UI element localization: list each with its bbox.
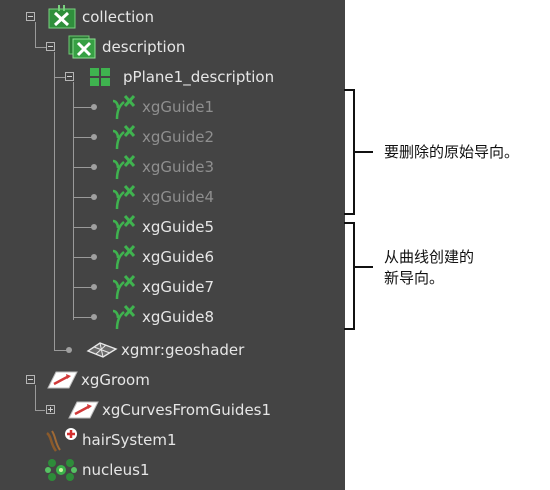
- tree-item-hairsystem1[interactable]: hairSystem1: [44, 427, 177, 453]
- bracket-tick: [353, 151, 373, 153]
- tree-item-label: xgGuide6: [142, 247, 214, 266]
- leaf-dot: [91, 134, 97, 140]
- nucleus-icon: [44, 458, 78, 482]
- tree-item-xgguide6[interactable]: xgGuide6: [112, 244, 214, 270]
- tree-line: [73, 167, 93, 168]
- tree-line: [35, 410, 45, 411]
- hair-system-icon: [44, 427, 80, 453]
- tree-item-nucleus1[interactable]: nucleus1: [44, 457, 150, 483]
- xgen-guide-icon: [112, 304, 138, 330]
- tree-line: [35, 47, 49, 48]
- annotation-new-guides-line1: 从曲线创建的: [384, 248, 475, 266]
- leaf-dot: [91, 104, 97, 110]
- tree-line: [73, 227, 93, 228]
- tree-item-label: hairSystem1: [82, 430, 177, 449]
- leaf-dot: [91, 254, 97, 260]
- xgen-guide-icon: [112, 244, 138, 270]
- leaf-dot: [91, 224, 97, 230]
- tree-line: [35, 385, 36, 411]
- xgen-guide-icon: [112, 214, 138, 240]
- annotation-new-guides-line2: 新导向。: [384, 269, 445, 287]
- tree-item-collection[interactable]: collection: [48, 4, 154, 30]
- tree-line: [54, 52, 55, 350]
- xgen-guide-icon: [112, 124, 138, 150]
- xgen-description-icon: [68, 35, 98, 59]
- tree-item-xggroom[interactable]: xgGroom: [47, 367, 150, 393]
- tree-line: [73, 287, 93, 288]
- tree-item-label: xgCurvesFromGuides1: [102, 400, 272, 419]
- collapse-toggle[interactable]: [46, 42, 55, 51]
- xgen-guide-icon: [112, 274, 138, 300]
- tree-line: [73, 137, 93, 138]
- tree-item-label: collection: [82, 7, 154, 26]
- tree-item-label: xgGuide2: [142, 127, 214, 146]
- leaf-dot: [66, 347, 72, 353]
- xgen-guide-icon: [112, 94, 138, 120]
- groom-icon: [68, 401, 100, 419]
- tree-line: [73, 317, 93, 318]
- tree-line: [54, 77, 68, 78]
- tree-item-xgguide7[interactable]: xgGuide7: [112, 274, 214, 300]
- tree-item-xgguide3[interactable]: xgGuide3: [112, 154, 214, 180]
- tree-item-label: xgGroom: [81, 370, 150, 389]
- poly-plane-icon: [89, 67, 111, 87]
- tree-item-label: nucleus1: [82, 460, 150, 479]
- collapse-toggle[interactable]: [26, 375, 35, 384]
- leaf-dot: [91, 164, 97, 170]
- tree-line: [35, 22, 36, 47]
- xgen-guide-icon: [112, 154, 138, 180]
- tree-line: [73, 82, 74, 320]
- tree-item-label: xgGuide7: [142, 277, 214, 296]
- collapse-toggle[interactable]: [26, 12, 35, 21]
- groom-icon: [47, 371, 79, 389]
- tree-item-xgguide8[interactable]: xgGuide8: [112, 304, 214, 330]
- tree-item-xgguide4[interactable]: xgGuide4: [112, 184, 214, 210]
- expand-toggle[interactable]: [46, 405, 55, 414]
- tree-item-label: xgGuide1: [142, 97, 214, 116]
- tree-line: [73, 257, 93, 258]
- bracket-tick: [353, 266, 373, 268]
- tree-item-xgcurvesfromguides1[interactable]: xgCurvesFromGuides1: [68, 397, 271, 423]
- tree-item-label: xgmr:geoshader: [121, 340, 245, 359]
- tree-item-label: pPlane1_description: [123, 67, 275, 86]
- tree-item-description[interactable]: description: [68, 34, 185, 60]
- tree-item-label: xgGuide4: [142, 187, 214, 206]
- xgen-collection-icon: [48, 5, 76, 29]
- bracket-new-guides: [344, 222, 355, 330]
- tree-line: [54, 350, 68, 351]
- tree-item-label: description: [102, 37, 186, 56]
- annotation-delete-guides: 要删除的原始导向。: [384, 143, 520, 161]
- leaf-dot: [91, 314, 97, 320]
- xgen-guide-icon: [112, 184, 138, 210]
- tree-item-geoshader[interactable]: xgmr:geoshader: [86, 337, 244, 363]
- geoshader-icon: [86, 341, 118, 359]
- tree-item-label: xgGuide5: [142, 217, 214, 236]
- leaf-dot: [91, 284, 97, 290]
- tree-line: [73, 107, 93, 108]
- tree-line: [73, 197, 93, 198]
- tree-item-label: xgGuide8: [142, 307, 214, 326]
- tree-item-xgguide1[interactable]: xgGuide1: [112, 94, 214, 120]
- tree-item-pplane1-description[interactable]: pPlane1_description: [89, 64, 274, 90]
- tree-item-label: xgGuide3: [142, 157, 214, 176]
- outliner-panel: collection description pPlane1_descripti…: [0, 0, 345, 490]
- tree-item-xgguide5[interactable]: xgGuide5: [112, 214, 214, 240]
- collapse-toggle[interactable]: [65, 72, 74, 81]
- tree-item-xgguide2[interactable]: xgGuide2: [112, 124, 214, 150]
- leaf-dot: [91, 194, 97, 200]
